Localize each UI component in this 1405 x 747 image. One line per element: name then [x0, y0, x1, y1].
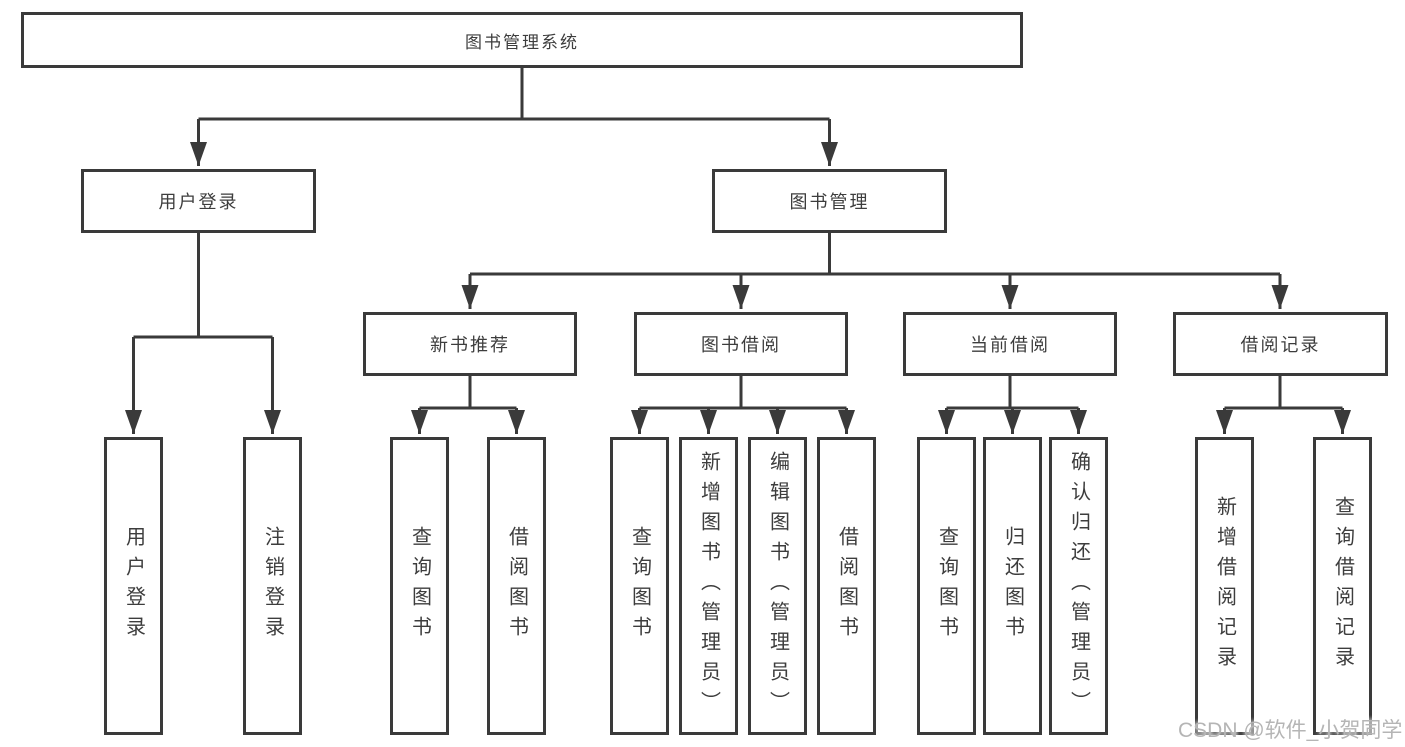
- leaf-query-books-recommend-label: 查询图书: [408, 526, 431, 646]
- leaf-return-book-label: 归还图书: [1001, 526, 1024, 646]
- leaf-query-books-borrowing-label: 查询图书: [628, 526, 651, 646]
- leaf-borrow-books: 借阅图书: [817, 437, 876, 735]
- leaf-return-book: 归还图书: [983, 437, 1042, 735]
- leaf-query-books-borrowing: 查询图书: [610, 437, 669, 735]
- watermark: CSDN @软件_小贺同学: [1178, 719, 1403, 742]
- node-user-login-label: 用户登录: [158, 192, 239, 212]
- leaf-logout: 注销登录: [243, 437, 302, 735]
- leaf-add-book-admin-label: 新增图书（管理员）: [697, 451, 720, 721]
- leaf-user-login: 用户登录: [104, 437, 163, 735]
- leaf-add-borrow-record-label: 新增借阅记录: [1213, 496, 1236, 676]
- leaf-query-borrow-record: 查询借阅记录: [1313, 437, 1372, 735]
- leaf-add-book-admin: 新增图书（管理员）: [679, 437, 738, 735]
- node-borrowing-records-label: 借阅记录: [1240, 335, 1321, 355]
- node-new-book-recommendation: 新书推荐: [363, 312, 577, 376]
- leaf-user-login-label: 用户登录: [122, 526, 145, 646]
- node-current-borrowing: 当前借阅: [903, 312, 1117, 376]
- node-book-management-label: 图书管理: [789, 192, 870, 212]
- connector-skeleton: [133, 68, 1343, 410]
- leaf-edit-book-admin: 编辑图书（管理员）: [748, 437, 807, 735]
- leaf-query-books-recommend: 查询图书: [390, 437, 449, 735]
- leaf-confirm-return-admin: 确认归还（管理员）: [1049, 437, 1108, 735]
- node-book-management: 图书管理: [712, 169, 947, 233]
- node-user-login: 用户登录: [81, 169, 316, 233]
- node-system-root: 图书管理系统: [21, 12, 1023, 68]
- leaf-borrow-books-recommend: 借阅图书: [487, 437, 546, 735]
- leaf-query-borrow-record-label: 查询借阅记录: [1331, 496, 1354, 676]
- node-current-borrowing-label: 当前借阅: [970, 335, 1050, 355]
- leaf-logout-label: 注销登录: [261, 526, 284, 646]
- leaf-borrow-books-recommend-label: 借阅图书: [505, 526, 528, 646]
- node-book-borrowing-label: 图书借阅: [701, 335, 781, 355]
- leaf-confirm-return-admin-label: 确认归还（管理员）: [1067, 451, 1090, 721]
- node-book-borrowing: 图书借阅: [634, 312, 848, 376]
- leaf-add-borrow-record: 新增借阅记录: [1195, 437, 1254, 735]
- node-new-book-recommendation-label: 新书推荐: [430, 335, 510, 355]
- leaf-query-books-current: 查询图书: [917, 437, 976, 735]
- node-system-root-label: 图书管理系统: [465, 32, 579, 52]
- leaf-borrow-books-label: 借阅图书: [835, 526, 858, 646]
- leaf-edit-book-admin-label: 编辑图书（管理员）: [766, 451, 789, 721]
- node-borrowing-records: 借阅记录: [1173, 312, 1388, 376]
- leaf-query-books-current-label: 查询图书: [935, 526, 958, 646]
